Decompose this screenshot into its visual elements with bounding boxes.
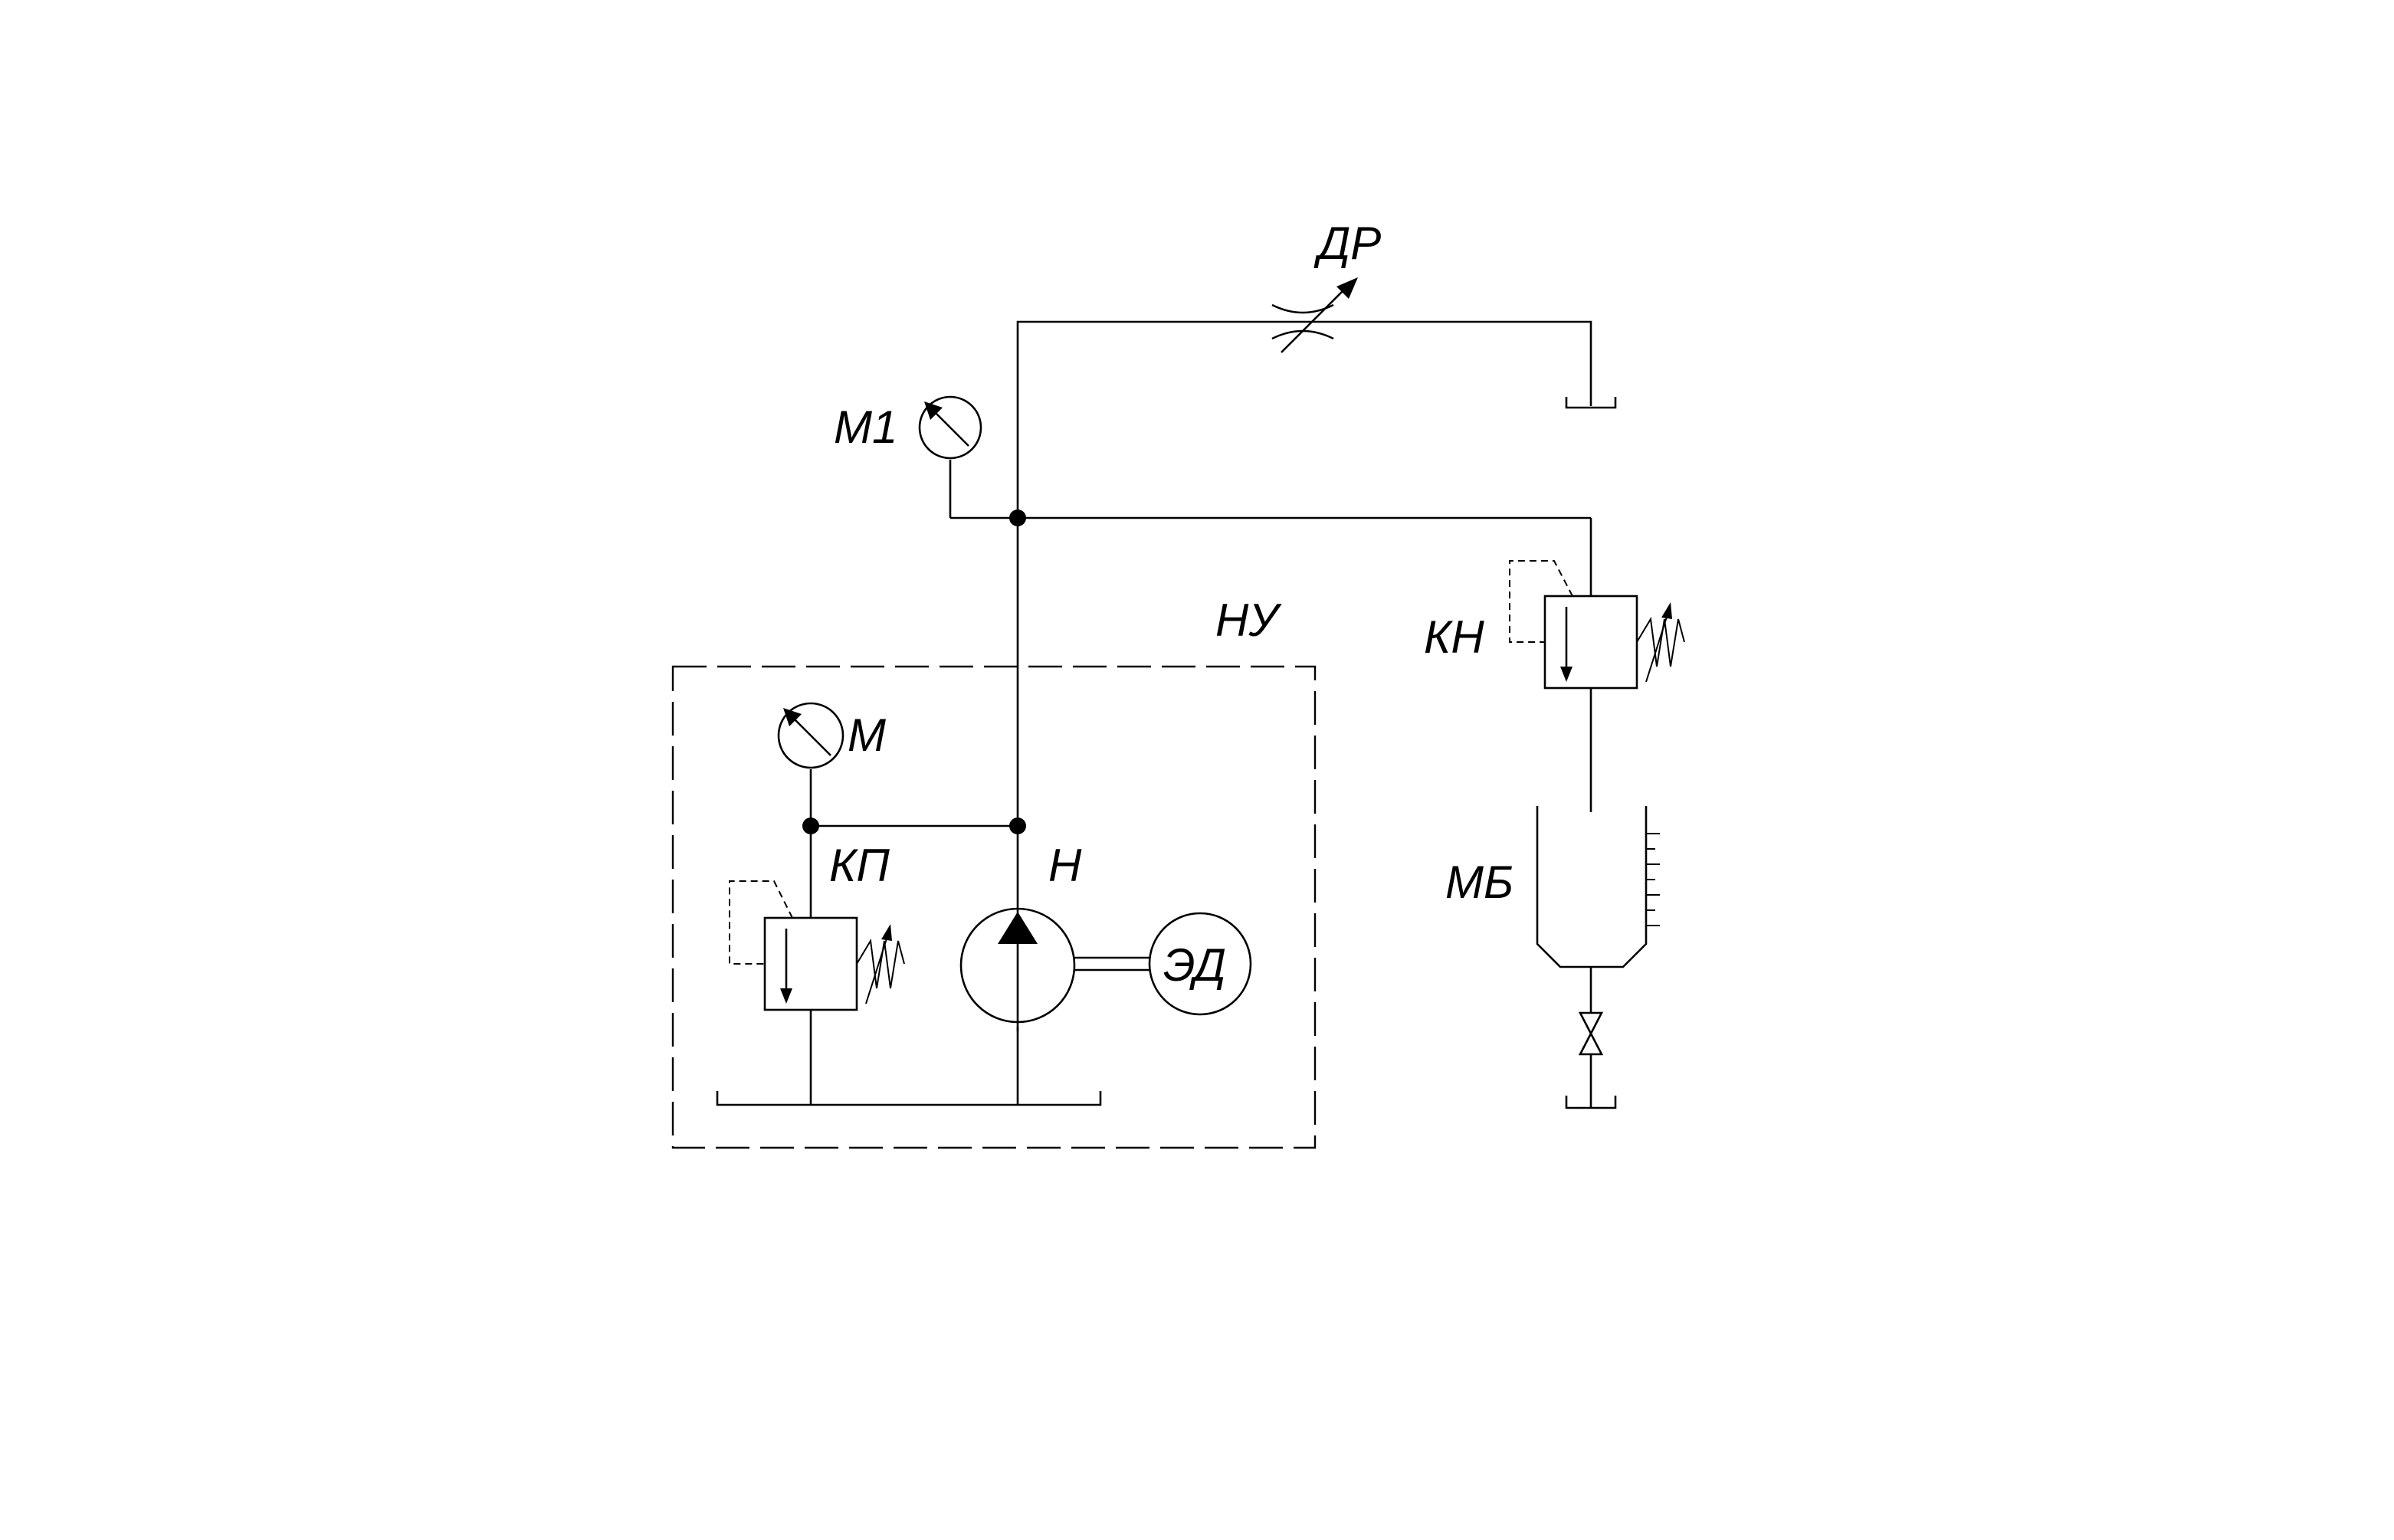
- motor-ed: [1148, 912, 1252, 1016]
- label-ed: ЭД: [1163, 939, 1226, 991]
- pressure-valve-kn: [1509, 560, 1685, 690]
- pump-unit-boundary: [671, 665, 1317, 1149]
- label-n: Н: [1048, 840, 1082, 891]
- tank-symbol-upper: [1565, 397, 1617, 409]
- label-kp: КП: [829, 840, 890, 891]
- label-nu: НУ: [1215, 595, 1282, 646]
- pump-unit-piping: [716, 769, 1102, 1106]
- label-kn: КН: [1424, 611, 1484, 663]
- measuring-tank-mb: [1536, 806, 1660, 968]
- gauge-m1: [918, 395, 982, 460]
- drain-valve: [1578, 967, 1604, 1108]
- main-pressure-line: [949, 320, 1592, 1031]
- gauge-m: [777, 702, 844, 769]
- junction-unit-left: [802, 818, 819, 834]
- junction-unit-right: [1009, 818, 1026, 834]
- relief-valve-kp: [729, 880, 905, 1011]
- junction-main: [1009, 510, 1026, 526]
- label-mb: МБ: [1445, 857, 1513, 908]
- tank-symbol-lower: [1565, 1096, 1617, 1109]
- motor-shaft: [1074, 956, 1149, 972]
- throttle-dr: [1271, 277, 1358, 353]
- pump-n: [959, 907, 1076, 1024]
- label-m1: М1: [834, 401, 897, 453]
- label-m: М: [848, 709, 886, 761]
- label-dr: ДР: [1313, 218, 1381, 269]
